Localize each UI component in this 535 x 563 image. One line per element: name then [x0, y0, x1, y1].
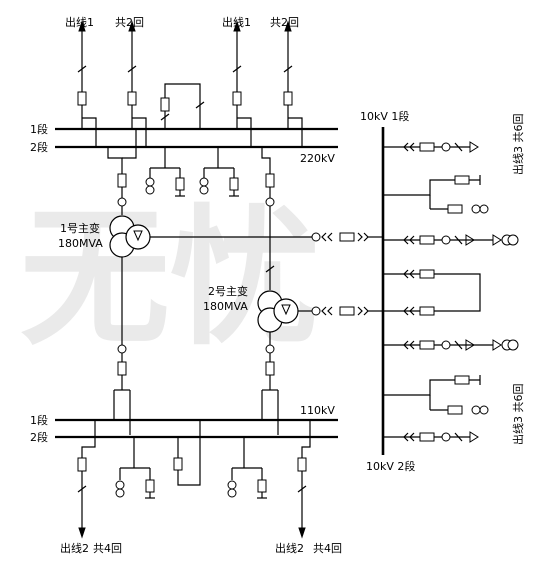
tr1-10kv-incomer [311, 232, 383, 242]
bus110-section2-label: 2段 [30, 430, 48, 444]
bus110-pt-bay-right [227, 437, 267, 499]
top-outgoing-right-count: 共2回 [270, 16, 299, 29]
tr2-10kv-incomer [311, 306, 383, 316]
transformer-2 [257, 147, 312, 390]
feeder-10kv-3 [383, 339, 519, 351]
feeder-10kv-aux-2 [383, 375, 489, 415]
bus10-section1-label: 10kV 1段 [360, 109, 409, 123]
feeder-bottom-1 [77, 420, 96, 539]
feeder-top-1 [77, 20, 97, 147]
feeder-top-2 [127, 20, 147, 147]
bottom-outgoing-right-count: 共4回 [313, 542, 342, 555]
bus10-section2-label: 10kV 2段 [366, 459, 415, 473]
transformer-1-110kv-side [113, 344, 131, 435]
bus110-pt-bay-left [115, 437, 155, 499]
transformer-1 [107, 129, 312, 345]
feeder-top-4 [283, 20, 303, 147]
bottom-outgoing-right-label: 出线2 [275, 541, 304, 555]
feeder-10kv-1 [383, 141, 479, 153]
transformer-2-name: 2号主变 [208, 284, 248, 298]
transformer-2-rating: 180MVA [203, 300, 248, 313]
watermark: 无忧 [20, 192, 320, 366]
bus110-voltage-label: 110kV [300, 404, 335, 417]
bus220-pt-bay-left [145, 147, 185, 197]
bus220-voltage-label: 220kV [300, 152, 335, 165]
feeder10-top-label: 出线3 共6回 [511, 114, 525, 176]
feeder-10kv-aux-1 [383, 175, 489, 214]
feeder-top-3 [232, 20, 252, 147]
feeder10-bottom-label: 出线3 共6回 [511, 384, 525, 446]
bus220-section1-label: 1段 [30, 122, 48, 136]
bus220-coupler [160, 83, 205, 129]
bus110-section1-label: 1段 [30, 413, 48, 427]
transformer-1-name: 1号主变 [60, 221, 100, 235]
top-outgoing-right-label: 出线1 [222, 15, 251, 29]
transformer-2-110kv-side [261, 344, 279, 435]
bus220-pt-bay-right [199, 147, 239, 197]
feeder-10kv-tie [383, 269, 481, 316]
top-outgoing-left-count: 共2回 [115, 16, 144, 29]
feeder-10kv-4 [383, 431, 479, 443]
top-outgoing-left-label: 出线1 [65, 15, 94, 29]
feeder-10kv-2 [383, 234, 519, 246]
transformer-1-rating: 180MVA [58, 237, 103, 250]
bus110-coupler [173, 420, 201, 486]
bottom-outgoing-left-count: 共4回 [93, 542, 122, 555]
bus220-section2-label: 2段 [30, 140, 48, 154]
bottom-outgoing-left-label: 出线2 [60, 541, 89, 555]
feeder-bottom-2 [297, 420, 311, 539]
